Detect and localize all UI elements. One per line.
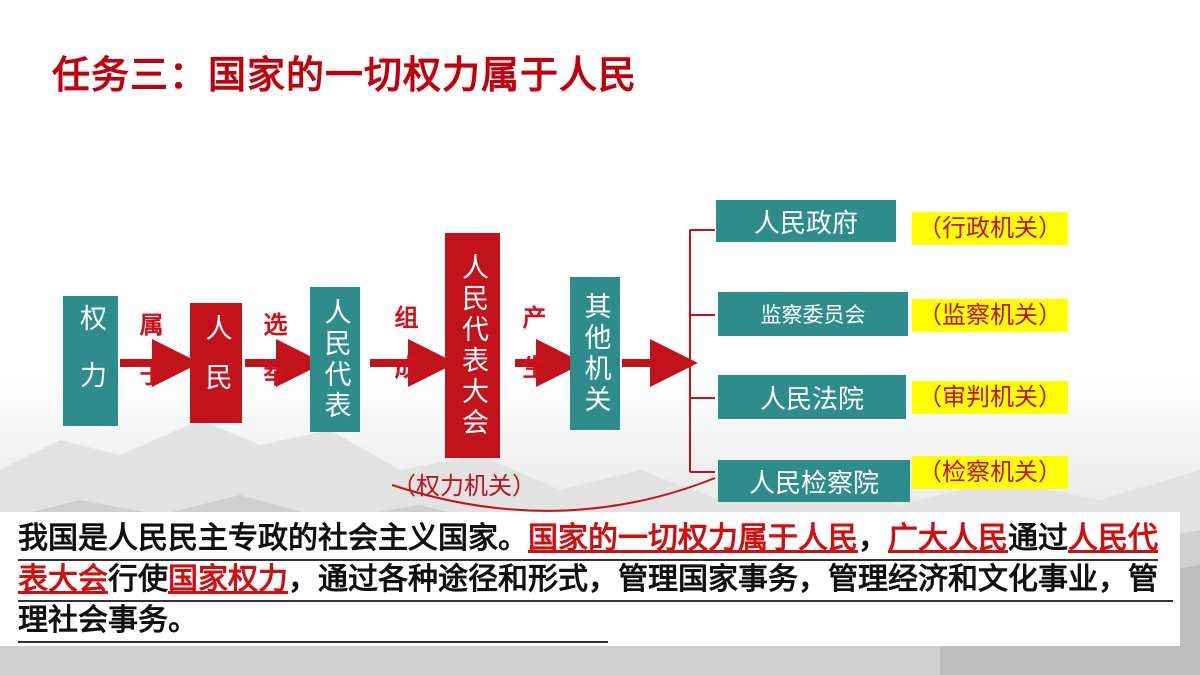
summary-paragraph: 我国是人民民主专政的社会主义国家。国家的一切权力属于人民，广大人民通过人民代表大… — [18, 521, 1158, 638]
node-qita-jiguan: 其他机关 — [570, 277, 620, 430]
node-renmin-daibiao: 人民代表 — [310, 287, 360, 432]
organ-3-label: 人民法院 — [759, 384, 864, 415]
paragraph-underline-1 — [18, 559, 1158, 561]
node-daibiao-label: 人民代表 — [319, 297, 351, 422]
organ-jiancha-weiyuanhui: 监察委员会 — [718, 292, 908, 336]
paragraph-underline-2 — [18, 600, 1173, 602]
edge-label-xuanju: 选举 — [259, 312, 288, 412]
organ-1-label: 人民政府 — [753, 208, 858, 239]
node-npc-label: 人民代表大会 — [457, 252, 488, 439]
node-qita-label: 其他机关 — [579, 291, 611, 416]
organ-type-tag: （监察机关） — [912, 299, 1068, 332]
node-quanli: 权力 — [63, 296, 118, 426]
organ-renmin-fayuan: 人民法院 — [718, 375, 906, 419]
node-npc: 人民代表大会 — [445, 233, 500, 458]
organ-renmin-jianchayuan: 人民检察院 — [718, 460, 910, 502]
edge-label-zucheng: 组成 — [390, 305, 419, 405]
node-renmin: 人民 — [190, 303, 242, 423]
power-organ-tag: （权力机关） — [392, 472, 536, 500]
node-quanli-label: 权力 — [75, 304, 106, 418]
supervision-curve — [391, 477, 716, 512]
organ-type-tag: （检察机关） — [912, 456, 1068, 489]
paragraph-underline-3 — [18, 641, 608, 643]
node-renmin-label: 人民 — [200, 314, 232, 412]
organ-2-label: 监察委员会 — [760, 303, 866, 327]
organ-4-label: 人民检察院 — [748, 468, 879, 499]
organ-renmin-zhengfu: 人民政府 — [716, 200, 896, 242]
edge-label-shuyu: 属于 — [135, 312, 164, 412]
page-title: 任务三：国家的一切权力属于人民 — [52, 53, 638, 97]
edge-label-chansheng: 产生 — [518, 305, 547, 405]
organ-type-tag: （行政机关） — [912, 212, 1068, 245]
summary-paragraph-box: 我国是人民民主专政的社会主义国家。国家的一切权力属于人民，广大人民通过人民代表大… — [0, 512, 1180, 646]
organ-type-tag: （审判机关） — [912, 381, 1068, 414]
